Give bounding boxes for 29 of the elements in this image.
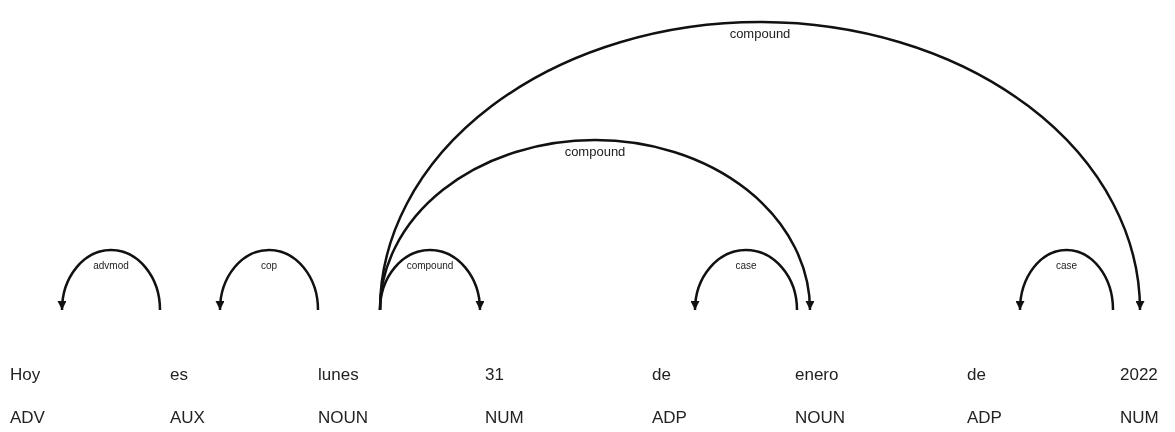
pos-tag: NUM (1120, 408, 1159, 428)
dependency-arc (378, 21, 1144, 311)
edge-label: case (733, 260, 759, 271)
pos-tag: NUM (485, 408, 524, 428)
pos-tag: NOUN (318, 408, 369, 428)
token-word: 2022 (1120, 365, 1158, 385)
token-word: de (652, 365, 671, 385)
pos-tag: ADP (967, 408, 1002, 428)
token-word: es (170, 365, 188, 385)
pos-tag: ADP (652, 408, 687, 428)
token-word: lunes (318, 365, 359, 385)
pos-tag: NOUN (795, 408, 846, 428)
token-word: 31 (485, 365, 504, 385)
dependency-arc (691, 248, 799, 311)
edge-label: advmod (91, 260, 131, 271)
edge-label: compound (727, 27, 793, 41)
edge-label: compound (404, 260, 456, 271)
token-word: Hoy (10, 365, 41, 385)
edge-label: case (1053, 260, 1080, 271)
dependency-arc (1015, 248, 1115, 311)
token-word: enero (795, 365, 839, 385)
pos-tag: AUX (170, 408, 205, 428)
dependency-arc (378, 139, 814, 311)
edge-label: cop (258, 260, 280, 271)
token-word: de (967, 365, 986, 385)
dependency-arc (57, 248, 162, 311)
dependency-arc (215, 248, 320, 311)
edge-label: compound (562, 145, 628, 159)
pos-tag: ADV (10, 408, 45, 428)
